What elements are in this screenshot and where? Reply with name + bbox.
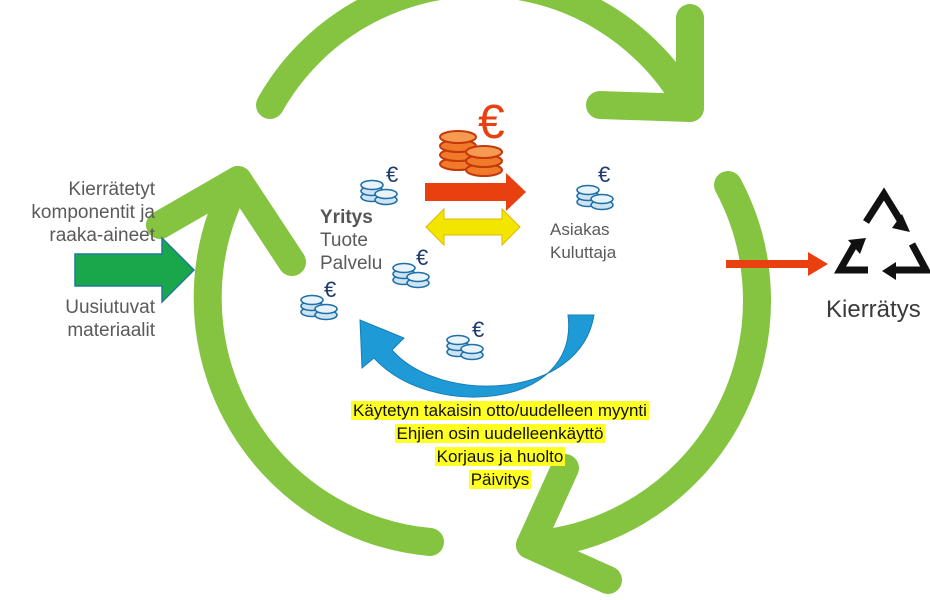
euro-symbol: € xyxy=(386,162,398,187)
cycle-arrow-right xyxy=(516,171,771,594)
loop-activity-item: Korjaus ja huolto xyxy=(434,447,566,466)
cycle-arrow-left xyxy=(146,166,444,556)
euro-symbol-large: € xyxy=(478,96,505,149)
coin-stack-icon xyxy=(576,184,614,211)
loop-activity-item: Käytetyn takaisin otto/uudelleen myynti xyxy=(351,401,649,420)
customer-line: Kuluttaja xyxy=(550,243,617,262)
company-product: Tuote xyxy=(320,230,368,251)
company-label: Yritys Tuote Palvelu xyxy=(320,206,382,275)
loop-activities-list: Käytetyn takaisin otto/uudelleen myynti … xyxy=(300,400,700,492)
loop-activity-item: Päivitys xyxy=(468,470,532,489)
return-arrow xyxy=(359,314,595,398)
recycling-label: Kierrätys xyxy=(826,296,921,323)
euro-symbol: € xyxy=(324,277,336,302)
euro-symbol: € xyxy=(472,317,484,342)
loop-activity-item: Ehjien osin uudelleenkäyttö xyxy=(394,424,606,443)
euro-symbol: € xyxy=(598,162,610,187)
input-label-line: Kierrätetyt xyxy=(68,179,155,200)
cycle-arrow-top xyxy=(256,0,704,122)
recycling-arrow xyxy=(726,252,828,276)
input-label-line: raaka-aineet xyxy=(49,225,155,246)
company-title: Yritys xyxy=(320,207,373,228)
exchange-arrow xyxy=(425,207,521,247)
recycle-icon xyxy=(833,187,930,280)
input-label-line: Uusiutuvat xyxy=(65,297,155,318)
euro-symbol: € xyxy=(416,245,428,270)
customer-label: Asiakas Kuluttaja xyxy=(550,218,616,264)
input-recycled-label: Kierrätetyt komponentit ja raaka-aineet xyxy=(20,178,155,247)
input-renewable-label: Uusiutuvat materiaalit xyxy=(20,296,155,342)
customer-line: Asiakas xyxy=(550,220,610,239)
input-label-line: komponentit ja xyxy=(31,202,155,223)
input-arrow xyxy=(74,236,196,304)
company-service: Palvelu xyxy=(320,253,383,274)
payment-arrow xyxy=(425,173,526,211)
input-label-line: materiaalit xyxy=(67,320,155,341)
